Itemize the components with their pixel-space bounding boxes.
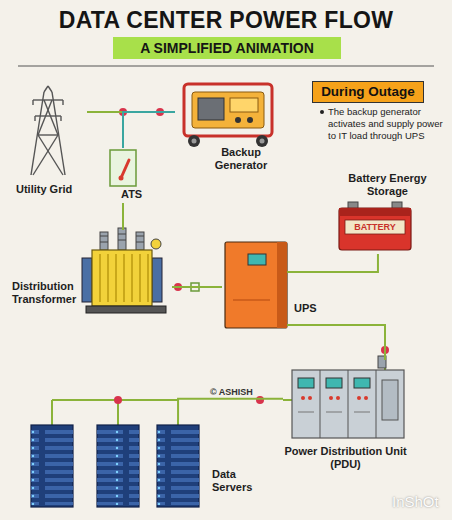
battery-mark: BATTERY xyxy=(345,221,405,233)
outage-heading: During Outage xyxy=(312,81,424,103)
pdu-node: Power Distribution Unit (PDU) xyxy=(283,360,408,472)
power-wire xyxy=(322,254,378,272)
power-wire xyxy=(172,286,222,288)
transformer-symbol xyxy=(82,228,166,313)
power-wire xyxy=(87,112,123,148)
utility-grid-node: Utility Grid xyxy=(12,85,87,195)
generator-node: Backup Generator xyxy=(175,72,280,177)
battery-symbol xyxy=(339,202,411,250)
copyright-note: © ASHISH xyxy=(210,387,280,398)
pylon-symbol xyxy=(31,86,65,175)
ups-node: UPS xyxy=(222,238,322,333)
ups-cabinet xyxy=(225,242,322,328)
ats-switch xyxy=(110,150,136,186)
node-label: Backup Generator xyxy=(210,146,272,172)
node-label: UPS xyxy=(294,302,322,315)
junction-square xyxy=(191,283,199,291)
watermark: InShOt xyxy=(392,493,450,511)
pdu-cabinet xyxy=(283,356,404,438)
node-label: Power Distribution Unit (PDU) xyxy=(283,445,408,471)
power-wire xyxy=(322,325,385,360)
node-label: Utility Grid xyxy=(16,183,87,196)
server-racks xyxy=(31,425,199,507)
node-label: Distribution Transformer xyxy=(12,280,80,306)
server-bus-wires xyxy=(52,400,178,425)
power-wire xyxy=(178,399,283,420)
junction-dots xyxy=(114,108,389,404)
outage-note: The backup generator activates and suppl… xyxy=(328,106,444,142)
subtitle-band: A SIMPLIFIED ANIMATION xyxy=(113,37,341,59)
power-wire xyxy=(122,203,124,230)
node-label: Data Servers xyxy=(212,468,274,494)
title: DATA CENTER POWER FLOW xyxy=(0,6,452,34)
title-rule xyxy=(18,66,434,67)
power-wire xyxy=(123,112,175,148)
bullet-dot xyxy=(320,110,324,114)
servers-node: Data Servers xyxy=(22,420,292,512)
transformer-node: Distribution Transformer xyxy=(12,230,172,322)
ats-node: ATS xyxy=(105,148,145,203)
node-label: Battery Energy Storage xyxy=(330,172,445,198)
generator-symbol xyxy=(184,84,272,147)
node-label: ATS xyxy=(121,188,145,201)
battery-node: Battery Energy Storage xyxy=(330,172,445,254)
